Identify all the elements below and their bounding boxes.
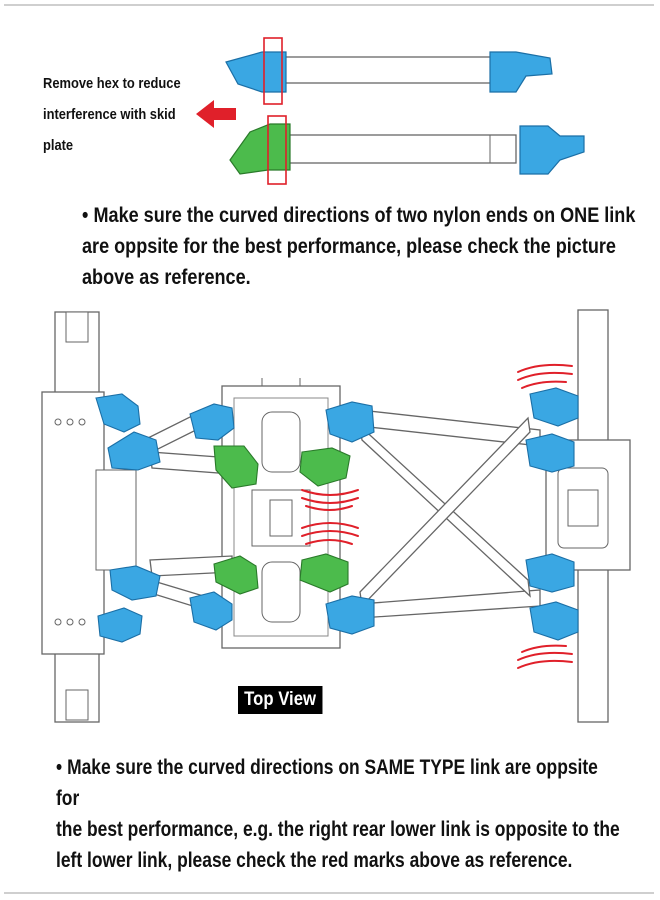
note-two-line-3: left lower link, please check the red ma… xyxy=(56,849,573,872)
callout-line-1: Remove hex to reduce xyxy=(43,75,181,92)
blue-link-ends xyxy=(95,387,579,643)
note-one-line-3: above as reference. xyxy=(82,266,251,289)
callout-line-2: interference with skid xyxy=(43,106,176,123)
red-arrow-icon xyxy=(196,100,236,128)
hex-removal-callout: Remove hex to reduce interference with s… xyxy=(43,68,181,161)
front-axle xyxy=(41,311,137,723)
upper-link-example xyxy=(225,37,553,105)
red-curve-marks xyxy=(301,363,573,669)
bullet-icon: • xyxy=(82,204,89,227)
link-bars xyxy=(147,407,541,619)
instruction-same-type-link: •Make sure the curved directions on SAME… xyxy=(56,752,620,876)
skid-plate xyxy=(221,378,341,649)
note-two-line-1: Make sure the curved directions on SAME … xyxy=(56,756,598,810)
note-one-line-2: are oppsite for the best performance, pl… xyxy=(82,235,616,258)
image-frame xyxy=(4,4,654,894)
top-view-label: Top View xyxy=(238,686,323,714)
bullet-icon: • xyxy=(56,756,63,779)
note-two-line-2: the best performance, e.g. the right rea… xyxy=(56,818,620,841)
instruction-one-link: •Make sure the curved directions of two … xyxy=(82,200,650,293)
note-one-line-1: Make sure the curved directions of two n… xyxy=(93,204,636,227)
rear-axle xyxy=(545,309,631,723)
callout-line-3: plate xyxy=(43,137,74,154)
lower-link-example xyxy=(229,115,585,185)
green-link-ends xyxy=(213,445,351,595)
